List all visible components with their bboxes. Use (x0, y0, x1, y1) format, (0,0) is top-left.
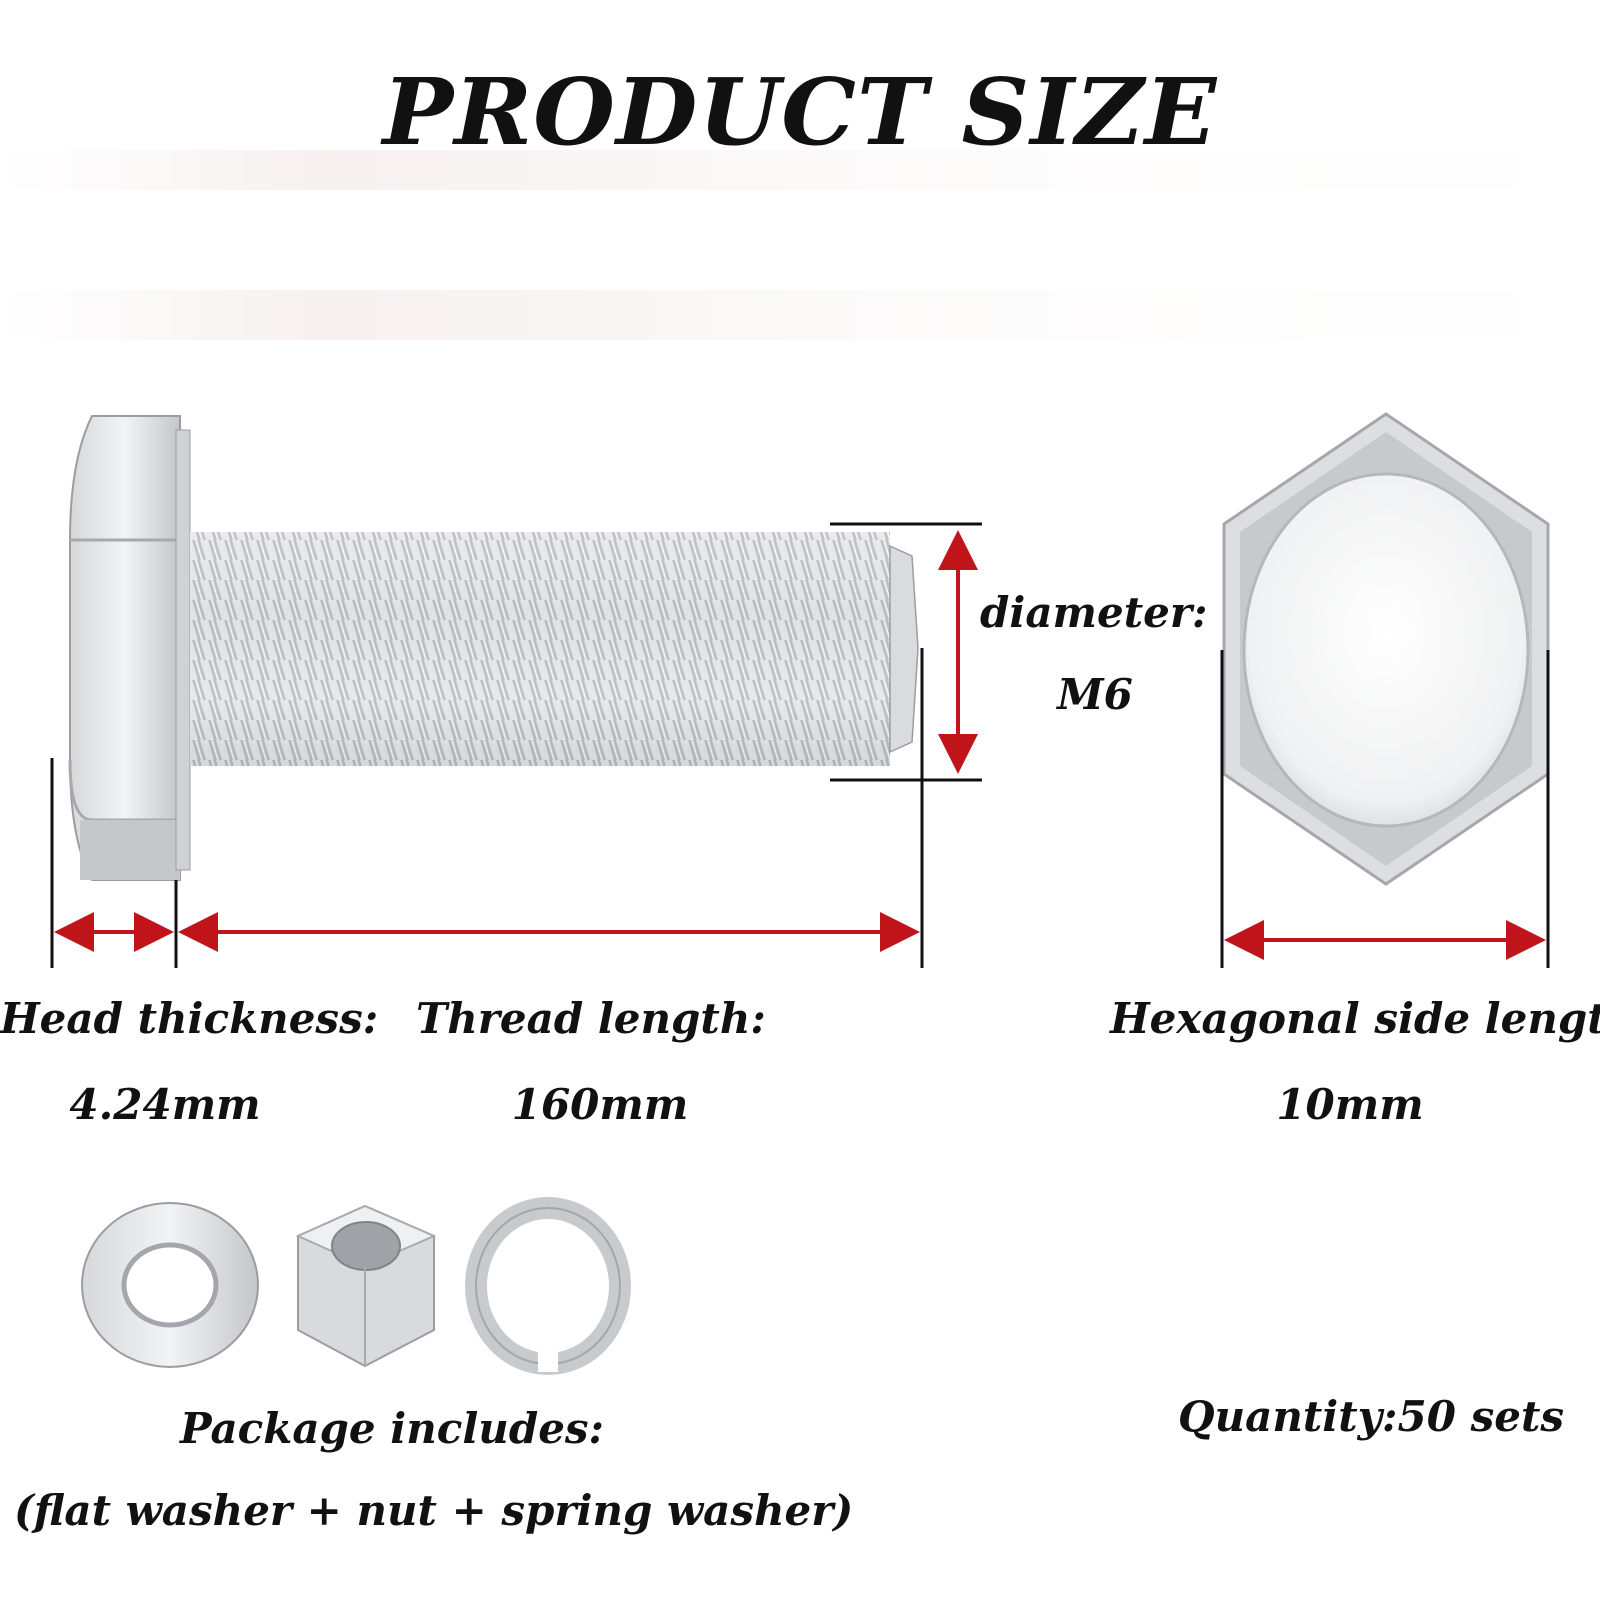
background-streak (0, 150, 1600, 190)
head-thickness-value: 4.24mm (69, 1080, 261, 1129)
hex-dimension (1220, 650, 1550, 968)
hex-side-value: 10mm (1276, 1080, 1424, 1129)
diameter-label: diameter: (980, 588, 1208, 637)
diameter-dimension (830, 522, 982, 782)
package-label: Package includes: (180, 1404, 605, 1453)
spring-washer-icon (465, 1197, 631, 1375)
page-title: PRODUCT SIZE (382, 58, 1218, 166)
background-streak (0, 290, 1600, 340)
thread-length-label: Thread length: (416, 994, 766, 1043)
diameter-value: M6 (1057, 670, 1133, 719)
hex-nut-icon (295, 1204, 437, 1368)
bolt-head-top-view (1222, 412, 1550, 886)
package-contents: (flat washer + nut + spring washer) (14, 1486, 854, 1535)
thread-length-value: 160mm (511, 1080, 689, 1129)
bolt-side-view (68, 415, 919, 881)
hex-side-label: Hexagonal side length: (1110, 994, 1600, 1043)
head-thickness-label: Head thickness: (0, 994, 379, 1043)
flat-washer-icon (81, 1202, 259, 1368)
quantity-label: Quantity:50 sets (1178, 1392, 1565, 1441)
length-dimensions (50, 648, 924, 968)
